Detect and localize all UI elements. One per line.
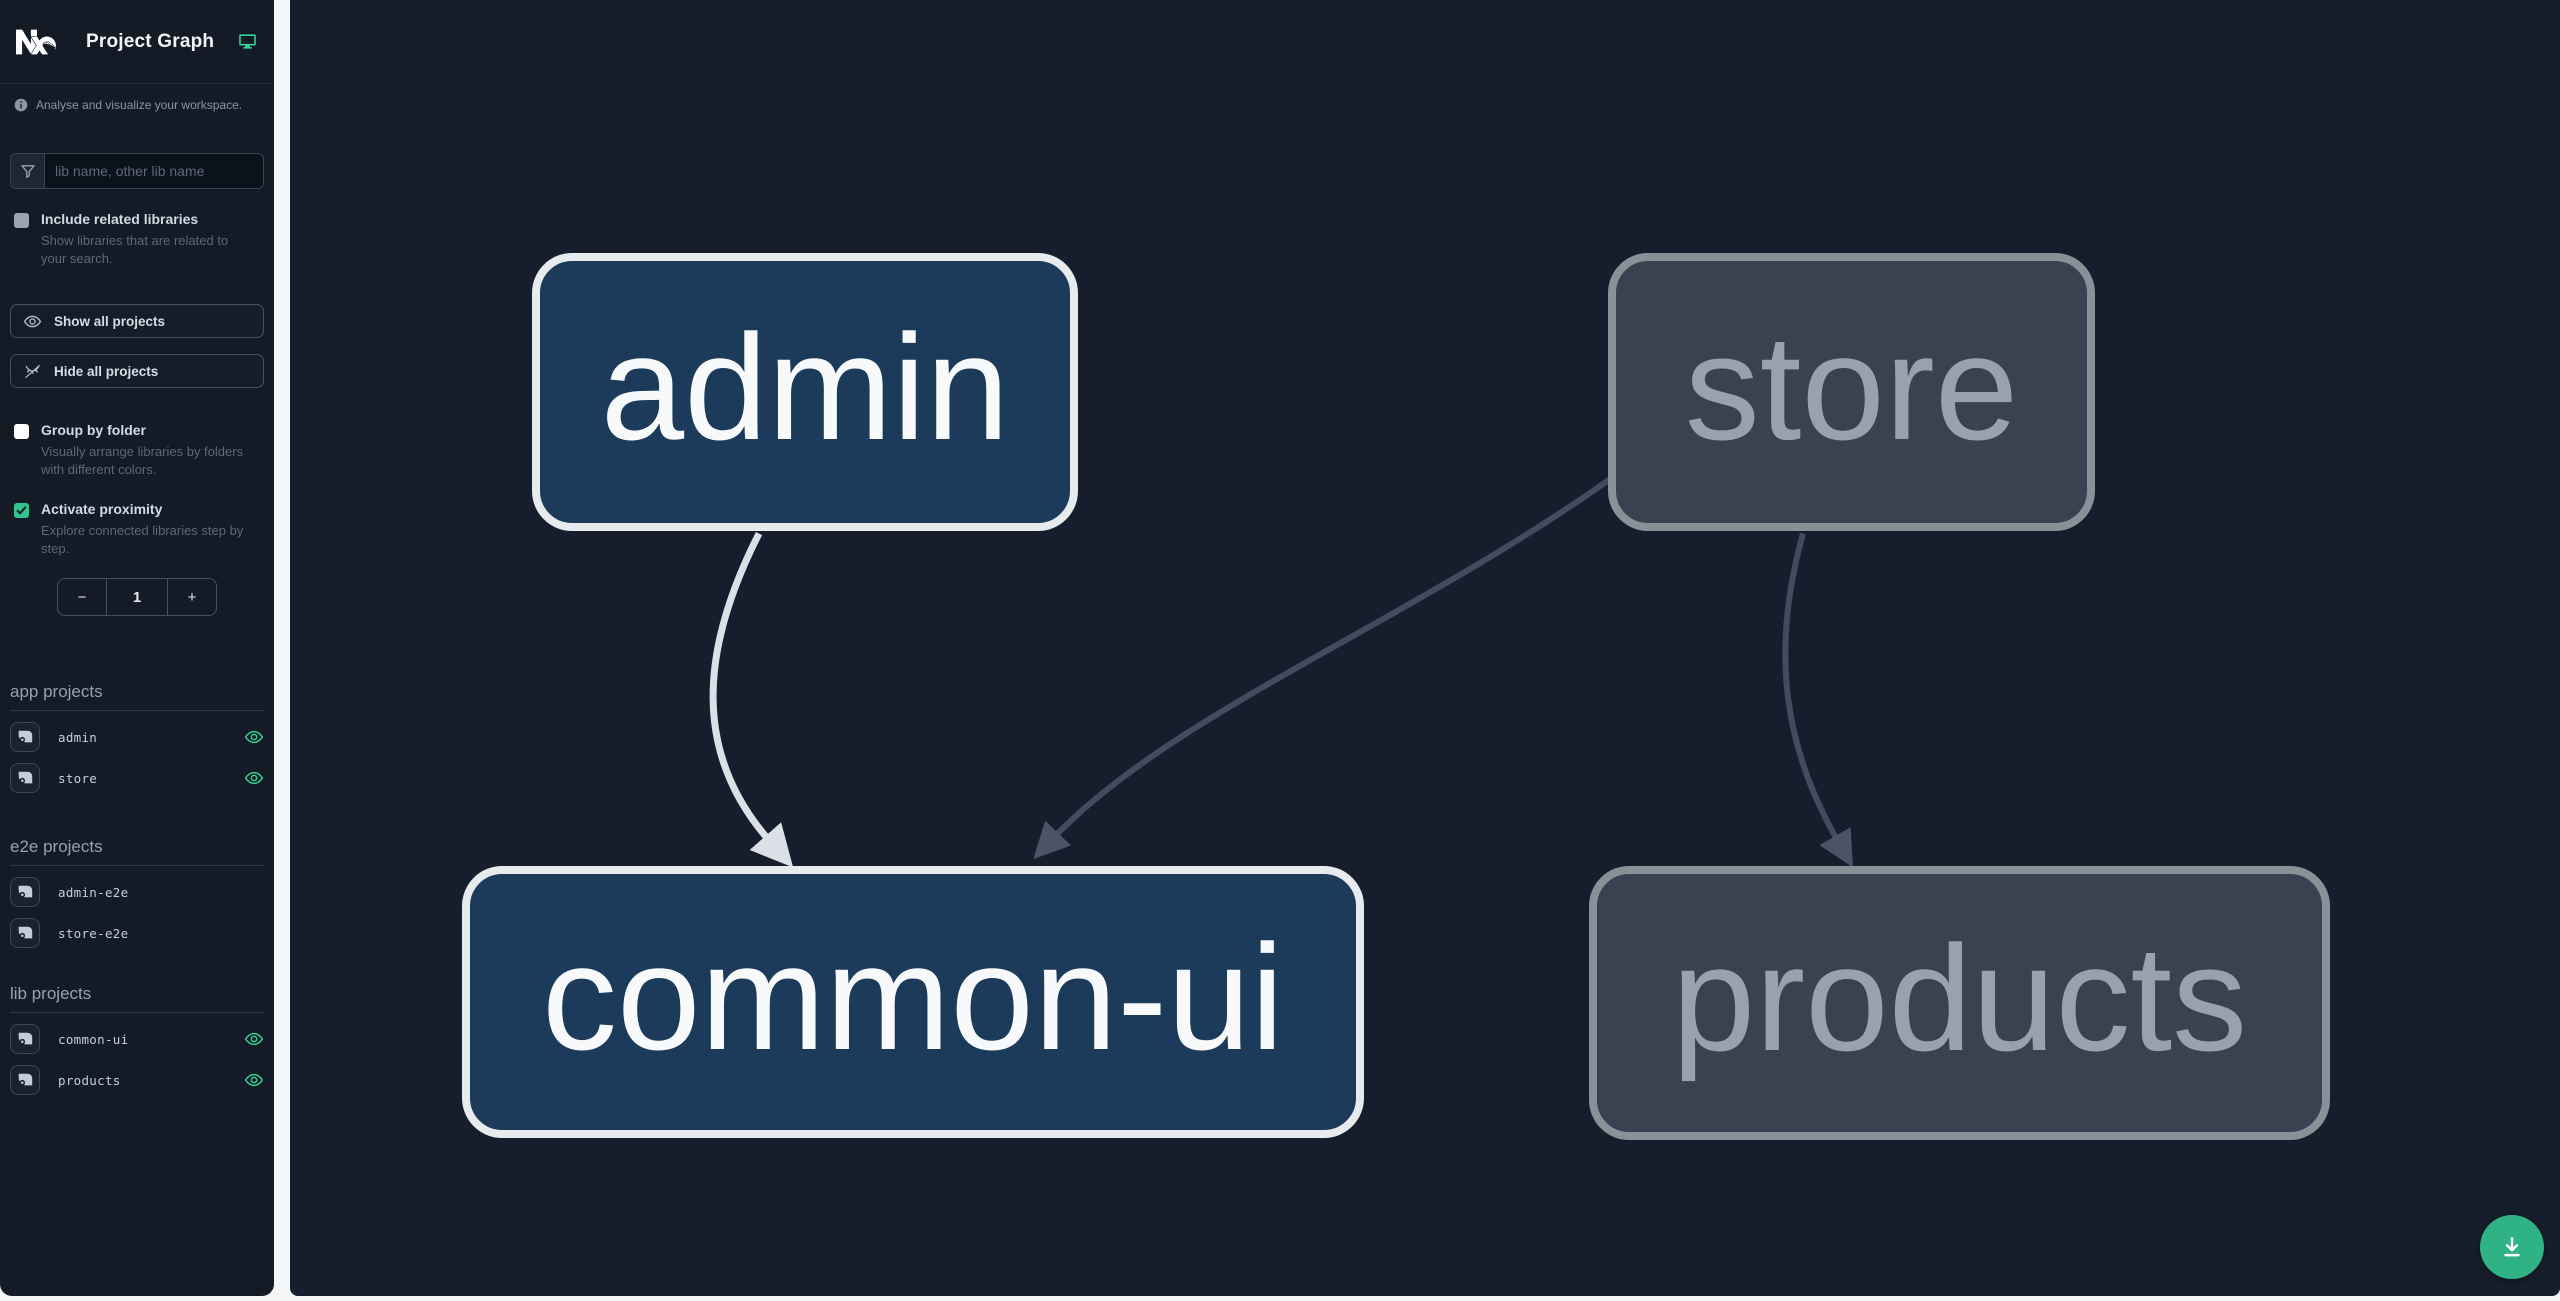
checkmark-icon xyxy=(16,506,27,515)
stepper-value: 1 xyxy=(106,579,168,615)
download-icon xyxy=(2504,1237,2520,1257)
proximity-stepper: − 1 + xyxy=(57,578,217,616)
project-name: products xyxy=(58,1072,121,1088)
download-graph-button[interactable] xyxy=(2480,1215,2544,1279)
toggle-visibility-button[interactable] xyxy=(244,768,264,788)
info-icon xyxy=(14,98,28,112)
graph-edge-store-products xyxy=(1782,532,1853,868)
focus-project-icon xyxy=(18,926,33,939)
group-by-folder-description: Visually arrange libraries by folders wi… xyxy=(41,444,244,477)
include-related-checkbox[interactable] xyxy=(14,213,29,228)
eye-icon xyxy=(244,1032,264,1046)
focus-project-icon xyxy=(18,771,33,784)
project-row-store: store xyxy=(10,763,264,793)
page-title: Project Graph xyxy=(86,30,215,52)
section-header-app-projects: app projects xyxy=(10,682,264,711)
project-row-common-ui: common-ui xyxy=(10,1024,264,1054)
focus-project-button[interactable] xyxy=(10,877,40,907)
group-by-folder-checkbox[interactable] xyxy=(14,424,29,439)
focus-project-icon xyxy=(18,885,33,898)
focus-project-button[interactable] xyxy=(10,1024,40,1054)
graph-canvas[interactable]: admin store common-ui products xyxy=(290,0,2560,1296)
focus-project-button[interactable] xyxy=(10,918,40,948)
activate-proximity-description: Explore connected libraries step by step… xyxy=(41,523,244,556)
focus-project-icon xyxy=(18,730,33,743)
project-name: admin-e2e xyxy=(58,884,129,900)
show-all-projects-button[interactable]: Show all projects xyxy=(10,304,264,338)
focus-project-button[interactable] xyxy=(10,1065,40,1095)
toggle-visibility-button[interactable] xyxy=(244,727,264,747)
graph-node-common-ui[interactable]: common-ui xyxy=(462,866,1364,1138)
graph-edge-admin-common-ui xyxy=(709,532,794,868)
project-row-products: products xyxy=(10,1065,264,1095)
project-name: admin xyxy=(58,729,98,745)
stepper-increment-button[interactable]: + xyxy=(187,588,197,606)
section-header-lib-projects: lib projects xyxy=(10,984,264,1013)
eye-icon xyxy=(244,771,264,785)
toggle-visibility-button[interactable] xyxy=(244,1029,264,1049)
sidebar: Project Graph Analyse and visualize your… xyxy=(0,0,274,1296)
project-row-admin: admin xyxy=(10,722,264,752)
project-row-store-e2e: store-e2e xyxy=(10,918,264,948)
hide-all-projects-label: Hide all projects xyxy=(54,363,159,379)
hide-all-projects-button[interactable]: Hide all projects xyxy=(10,354,264,388)
search-input[interactable] xyxy=(45,154,263,188)
nx-logo-icon xyxy=(16,29,56,54)
panel-resizer[interactable] xyxy=(274,0,290,1301)
workspace-subtitle: Analyse and visualize your workspace. xyxy=(0,84,274,113)
sidebar-header: Project Graph xyxy=(0,0,274,84)
graph-node-store[interactable]: store xyxy=(1608,253,2095,531)
include-related-description: Show libraries that are related to your … xyxy=(41,233,229,266)
graph-node-products[interactable]: products xyxy=(1589,866,2330,1140)
graph-edge-store-common-ui xyxy=(1033,475,1614,860)
activate-proximity-label: Activate proximity xyxy=(41,501,163,517)
project-row-admin-e2e: admin-e2e xyxy=(10,877,264,907)
group-by-folder-label: Group by folder xyxy=(41,422,146,438)
eye-off-icon xyxy=(24,364,41,378)
project-name: store-e2e xyxy=(58,925,129,941)
activate-proximity-checkbox[interactable] xyxy=(14,503,29,518)
stepper-decrement-button[interactable]: − xyxy=(77,588,87,606)
graph-edges xyxy=(709,475,1853,868)
desktop-icon xyxy=(239,34,257,49)
search-box xyxy=(10,153,264,189)
show-all-projects-label: Show all projects xyxy=(54,313,166,329)
focus-project-button[interactable] xyxy=(10,722,40,752)
focus-project-icon xyxy=(18,1073,33,1086)
focus-project-icon xyxy=(18,1032,33,1045)
include-related-label: Include related libraries xyxy=(41,211,199,227)
toggle-visibility-button[interactable] xyxy=(244,1070,264,1090)
focus-project-button[interactable] xyxy=(10,763,40,793)
eye-icon xyxy=(244,1073,264,1087)
graph-node-admin[interactable]: admin xyxy=(532,253,1078,531)
option-group-by-folder: Group by folder Visually arrange librari… xyxy=(0,422,274,479)
subtitle-text: Analyse and visualize your workspace. xyxy=(36,98,243,112)
option-activate-proximity: Activate proximity Explore connected lib… xyxy=(0,501,274,558)
project-name: store xyxy=(58,770,98,786)
section-header-e2e-projects: e2e projects xyxy=(10,837,264,866)
project-name: common-ui xyxy=(58,1031,129,1047)
eye-icon xyxy=(23,315,42,327)
eye-icon xyxy=(244,730,264,744)
filter-funnel-icon xyxy=(11,154,45,188)
option-include-related: Include related libraries Show libraries… xyxy=(0,211,274,268)
